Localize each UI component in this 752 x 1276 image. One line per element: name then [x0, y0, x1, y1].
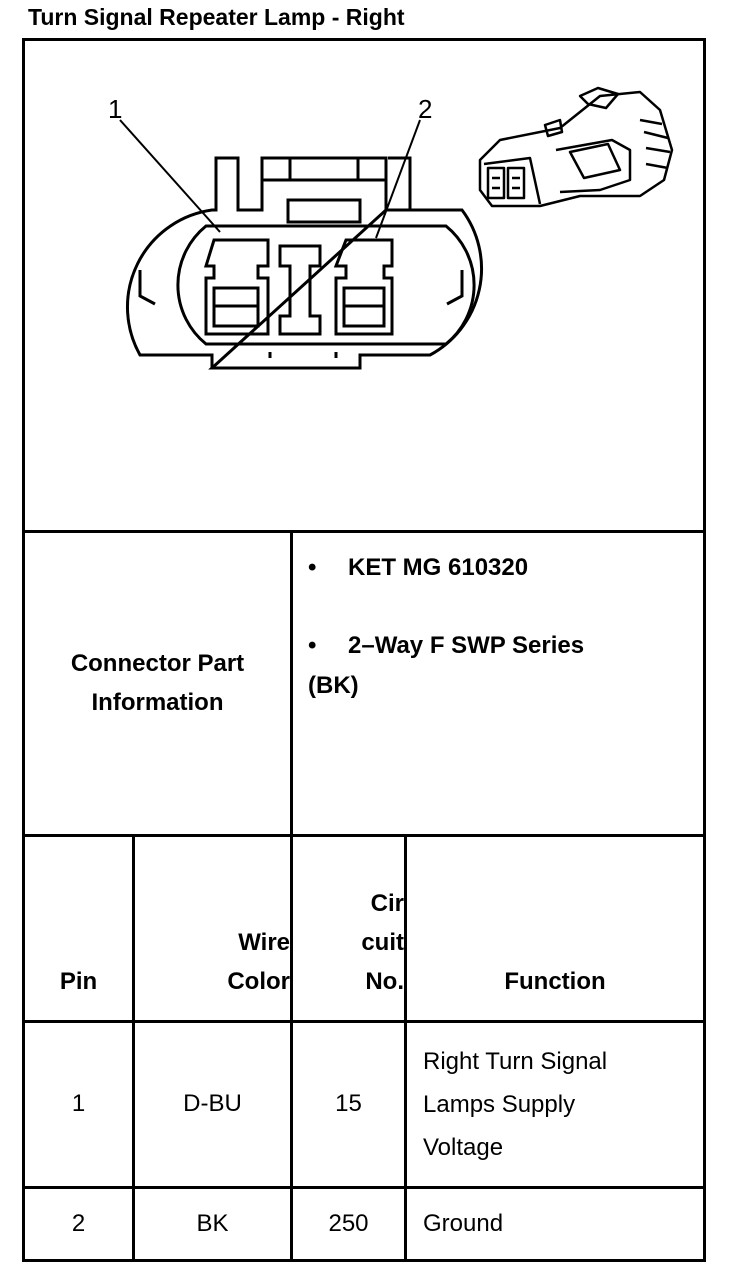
part-number: KET MG 610320	[348, 554, 529, 581]
row2-circuit: 250	[328, 1209, 369, 1237]
row2-function: Ground	[423, 1209, 504, 1237]
connector-diagram: 1 2	[108, 86, 674, 370]
divider	[22, 834, 706, 837]
header-function: Function	[407, 837, 703, 1020]
divider	[22, 1020, 706, 1023]
row1-pin: 1	[71, 1090, 86, 1118]
callout-1: 1	[108, 94, 122, 124]
header-circuit-line: cuit	[361, 929, 404, 957]
bullet-icon: •	[308, 554, 317, 581]
callout-leader	[119, 119, 221, 233]
header-circuit: Cir cuit No.	[293, 837, 404, 1020]
callout-2: 2	[418, 94, 432, 124]
header-circuit-line: Cir	[370, 890, 404, 918]
bullet-icon: •	[308, 632, 317, 659]
connector-info-label-line: Information	[91, 688, 224, 716]
row2-wire-color: BK	[196, 1209, 229, 1237]
header-wire-color-line: Color	[227, 968, 290, 996]
connector-info-label-line: Connector Part	[70, 650, 245, 678]
row1-function-line: Right Turn Signal	[423, 1047, 608, 1075]
divider	[132, 834, 135, 1262]
header-function-text: Function	[504, 968, 606, 996]
row1-function-line: Lamps Supply	[423, 1090, 576, 1118]
callout-leader	[375, 119, 421, 239]
row1-function: Right Turn Signal Lamps Supply Voltage	[407, 1023, 703, 1186]
row1-wire-color: D-BU	[183, 1090, 242, 1118]
row1-function-line: Voltage	[423, 1134, 504, 1162]
bullet-item: • 2–Way F SWP Series	[308, 626, 698, 666]
header-wire-color: Wire Color	[135, 837, 290, 1020]
connector-table-frame	[22, 38, 706, 1262]
divider	[404, 834, 407, 1262]
page-title: Turn Signal Repeater Lamp - Right	[28, 4, 405, 30]
divider	[22, 1186, 706, 1189]
header-wire-color-line: Wire	[238, 929, 290, 957]
header-circuit-line: No.	[365, 968, 404, 996]
header-pin: Pin	[25, 837, 132, 1020]
bullet-item: • KET MG 610320	[308, 548, 698, 588]
row1-circuit: 15	[335, 1090, 362, 1118]
connector-info-details: • KET MG 610320 • 2–Way F SWP Series (BK…	[308, 548, 698, 706]
connector-info-label: Connector Part Information	[25, 533, 290, 834]
divider	[22, 530, 706, 533]
row2-pin: 2	[71, 1209, 86, 1237]
series-color: (BK)	[308, 672, 359, 699]
divider	[290, 530, 293, 1262]
series-description: 2–Way F SWP Series	[348, 632, 585, 659]
connector-3d-icon	[478, 86, 674, 208]
header-pin-text: Pin	[59, 968, 98, 996]
connector-face-icon	[126, 156, 484, 370]
